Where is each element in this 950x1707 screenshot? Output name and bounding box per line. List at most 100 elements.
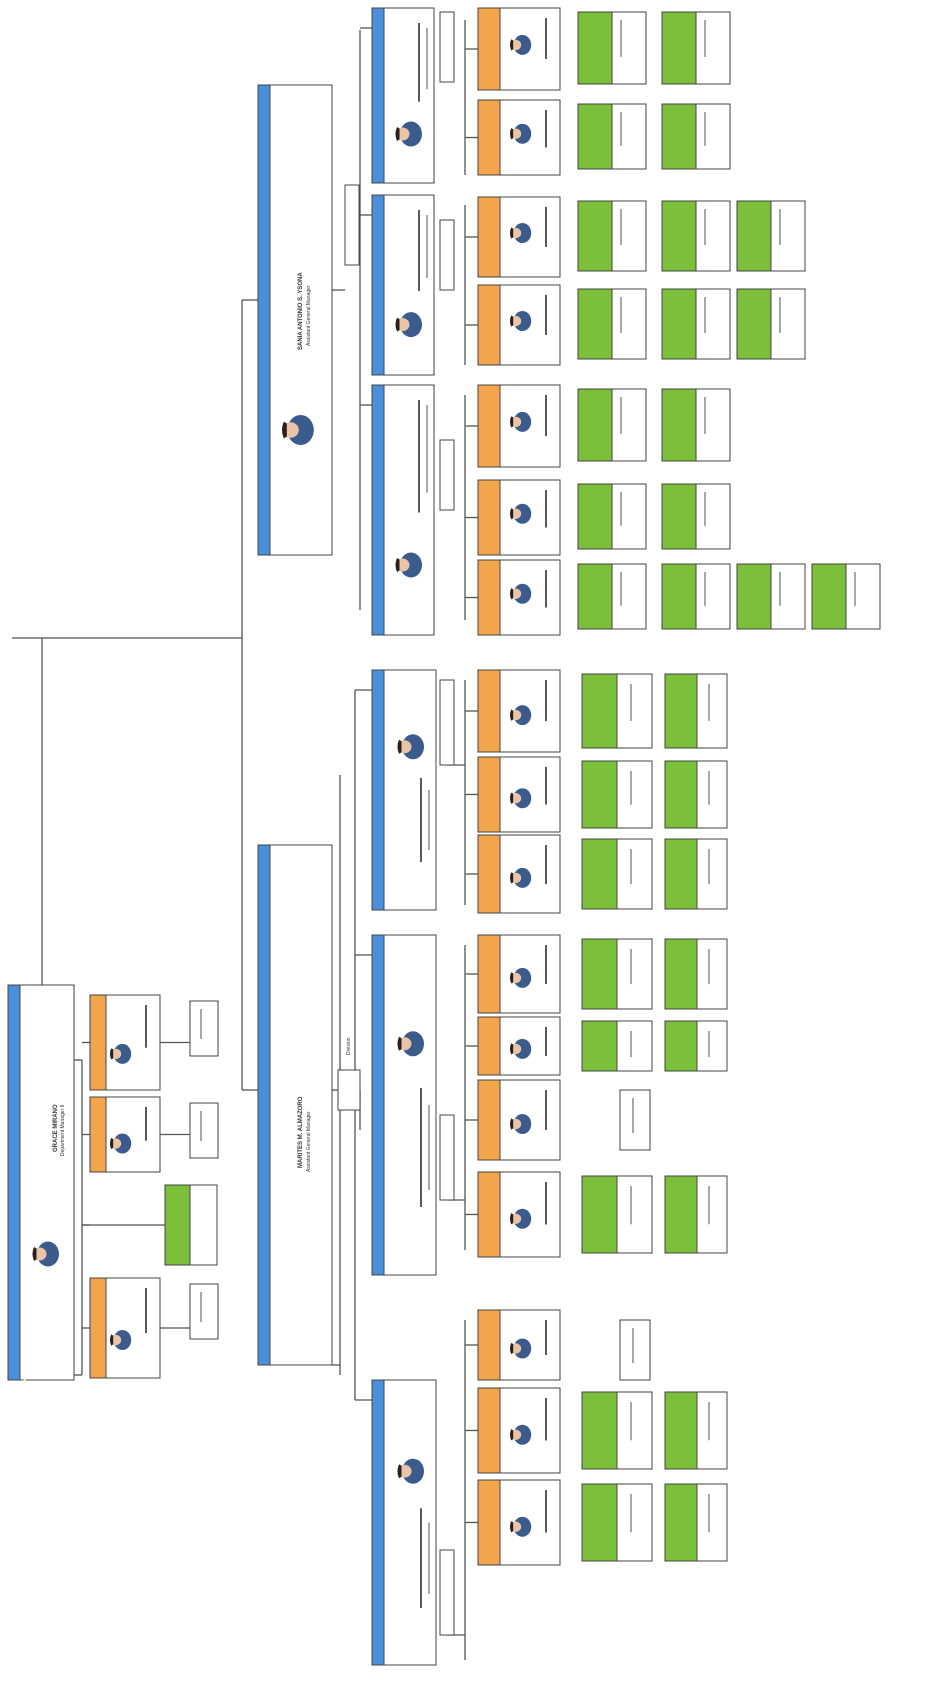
- center-team-green-bar: [664, 760, 698, 829]
- center-dept-header-bar: [371, 1379, 385, 1666]
- photo-shoulders-icon: [287, 415, 314, 445]
- photo-hair-icon: [395, 558, 400, 572]
- center-team-green-bar: [581, 1483, 618, 1562]
- photo-hair-icon: [510, 1521, 514, 1533]
- right-team-green-bar: [577, 200, 613, 272]
- node-labels: MANAGEMENT SERVICES DEPARTMENT GRACE MIR…: [21, 272, 352, 1390]
- right-unit-orange-bar: [477, 284, 501, 366]
- left-leaf-box: [189, 1283, 219, 1340]
- photo-shoulders-icon: [513, 1338, 532, 1359]
- dept-label-box: [439, 11, 455, 83]
- illegible-text-mark: [630, 1031, 632, 1058]
- photo-shoulders-icon: [513, 123, 532, 144]
- illegible-text-mark: [545, 295, 547, 335]
- photo-hair-icon: [510, 709, 514, 721]
- center-team-green-bar: [581, 760, 618, 829]
- center-unit-orange-bar: [477, 834, 501, 914]
- illegible-text-mark: [704, 20, 706, 57]
- photo-shoulders-icon: [37, 1241, 59, 1267]
- photo-shoulders-icon: [513, 788, 532, 809]
- illegible-text-mark: [545, 1182, 547, 1225]
- illegible-text-mark: [620, 397, 622, 434]
- left-unit-orange-bar: [89, 994, 107, 1091]
- illegible-text-mark: [428, 790, 430, 850]
- illegible-text-mark: [620, 572, 622, 606]
- dept-label-box: [439, 219, 455, 291]
- photo-hair-icon: [510, 972, 514, 984]
- center-leaf-box: [619, 1319, 651, 1381]
- photo-hair-icon: [397, 739, 402, 754]
- illegible-text-mark: [428, 1105, 430, 1190]
- illegible-text-mark: [708, 1031, 710, 1058]
- illegible-text-mark: [420, 1508, 422, 1608]
- photo-hair-icon: [397, 1464, 402, 1479]
- center-unit-orange-bar: [477, 669, 501, 753]
- photo-hair-icon: [110, 1334, 114, 1346]
- left-unit-green-bar: [164, 1184, 191, 1266]
- center-leaf-box: [619, 1089, 651, 1151]
- center-unit-orange-bar: [477, 1309, 501, 1381]
- illegible-text-mark: [428, 1522, 430, 1594]
- photo-hair-icon: [395, 127, 400, 141]
- illegible-text-mark: [545, 945, 547, 984]
- right-team-green-bar: [577, 388, 613, 462]
- illegible-text-mark: [708, 771, 710, 805]
- illegible-text-mark: [630, 771, 632, 805]
- illegible-text-mark: [630, 949, 632, 985]
- illegible-text-mark: [630, 1186, 632, 1225]
- right-unit-orange-bar: [477, 384, 501, 468]
- photo-hair-icon: [110, 1048, 114, 1060]
- photo-shoulders-icon: [513, 34, 532, 55]
- right-agm-header-bar: [257, 84, 271, 556]
- right-unit-orange-bar: [477, 7, 501, 91]
- illegible-text-mark: [854, 572, 856, 606]
- illegible-text-mark: [545, 110, 547, 148]
- illegible-text-mark: [426, 215, 428, 278]
- center-unit-orange-bar: [477, 756, 501, 833]
- center-manager-title: Assistant General Manager: [306, 1111, 312, 1172]
- photo-shoulders-icon: [113, 1133, 132, 1154]
- illegible-text-mark: [418, 23, 420, 102]
- right-unit-orange-bar: [477, 99, 501, 176]
- left-dept-head-name: GRACE MIRANO: [53, 1104, 59, 1152]
- illegible-text-mark: [632, 1098, 634, 1133]
- photo-shoulders-icon: [513, 1038, 532, 1059]
- illegible-text-mark: [620, 492, 622, 526]
- photo-hair-icon: [510, 1429, 514, 1441]
- illegible-text-mark: [545, 1027, 547, 1056]
- photo-hair-icon: [397, 1036, 402, 1051]
- right-manager-title: Assistant General Manager: [306, 285, 312, 346]
- illegible-text-mark: [620, 297, 622, 333]
- left-unit-orange-bar: [89, 1277, 107, 1379]
- photo-hair-icon: [510, 315, 514, 327]
- center-unit-orange-bar: [477, 1479, 501, 1566]
- right-team-green-bar: [577, 103, 613, 170]
- illegible-text-mark: [630, 849, 632, 885]
- center-team-green-bar: [664, 938, 698, 1010]
- illegible-text-mark: [545, 767, 547, 805]
- illegible-text-mark: [630, 1402, 632, 1441]
- dept-label-box: [439, 679, 455, 766]
- illegible-text-mark: [704, 209, 706, 245]
- illegible-text-mark: [630, 684, 632, 721]
- illegible-text-mark: [420, 778, 422, 862]
- illegible-text-mark: [704, 297, 706, 333]
- illegible-text-mark: [708, 1186, 710, 1225]
- illegible-text-mark: [779, 572, 781, 606]
- center-small-box: [337, 1069, 361, 1111]
- right-manager-name: SANIA ANTONIO S. YSONA: [298, 272, 304, 350]
- photo-hair-icon: [510, 792, 514, 804]
- right-unit-orange-bar: [477, 479, 501, 556]
- photo-shoulders-icon: [513, 503, 532, 524]
- dept-label-box: [439, 1114, 455, 1201]
- photo-hair-icon: [510, 508, 514, 520]
- photo-hair-icon: [510, 416, 514, 428]
- left-leaf-box: [189, 1102, 219, 1159]
- photo-shoulders-icon: [400, 121, 422, 147]
- illegible-text-mark: [708, 1494, 710, 1533]
- photo-hair-icon: [510, 1043, 514, 1055]
- photo-shoulders-icon: [513, 411, 532, 432]
- illegible-text-mark: [145, 1107, 147, 1141]
- right-dept-header-bar: [371, 7, 385, 184]
